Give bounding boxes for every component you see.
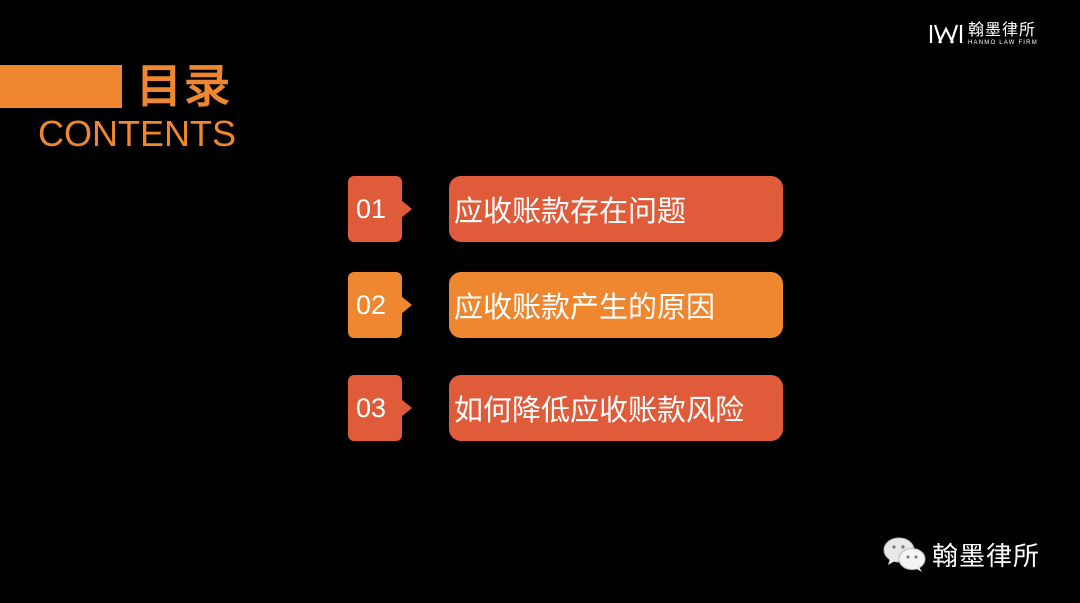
- toc-number: 02: [356, 289, 387, 320]
- wechat-account: 翰墨律所: [882, 535, 1040, 573]
- toc-item-3[interactable]: 03 如何降低应收账款风险: [348, 375, 784, 441]
- toc-number-tile: 03: [348, 375, 402, 441]
- toc-number-tile: 01: [348, 176, 402, 242]
- page-title: 目录: [136, 59, 232, 113]
- toc-number-tile: 02: [348, 272, 402, 338]
- page-subtitle: CONTENTS: [38, 113, 236, 154]
- logo-name-cn: 翰墨律所: [968, 20, 1037, 39]
- logo-name-en: HANMO LAW FIRM: [968, 40, 1038, 46]
- title-accent-bar: [0, 65, 122, 108]
- toc-label: 如何降低应收账款风险: [454, 393, 745, 427]
- toc-item-2[interactable]: 02 应收账款产生的原因: [348, 272, 784, 338]
- wechat-icon: [883, 537, 926, 572]
- pointer-arrow-icon: [401, 200, 412, 218]
- toc-item-1[interactable]: 01 应收账款存在问题: [348, 176, 784, 242]
- firm-logo: 翰墨律所 HANMO LAW FIRM: [928, 22, 1038, 46]
- toc-label: 应收账款存在问题: [454, 194, 687, 228]
- toc-label-box: 如何降低应收账款风险: [449, 375, 783, 441]
- pointer-arrow-icon: [401, 399, 412, 417]
- toc-number: 01: [356, 193, 387, 224]
- hanmo-logo-mark-icon: [929, 24, 963, 44]
- toc-label-box: 应收账款产生的原因: [449, 272, 783, 338]
- wechat-account-name: 翰墨律所: [932, 541, 1041, 572]
- pointer-arrow-icon: [401, 296, 412, 314]
- toc-number: 03: [356, 392, 387, 423]
- toc-label: 应收账款产生的原因: [454, 290, 716, 324]
- toc-label-box: 应收账款存在问题: [449, 176, 783, 242]
